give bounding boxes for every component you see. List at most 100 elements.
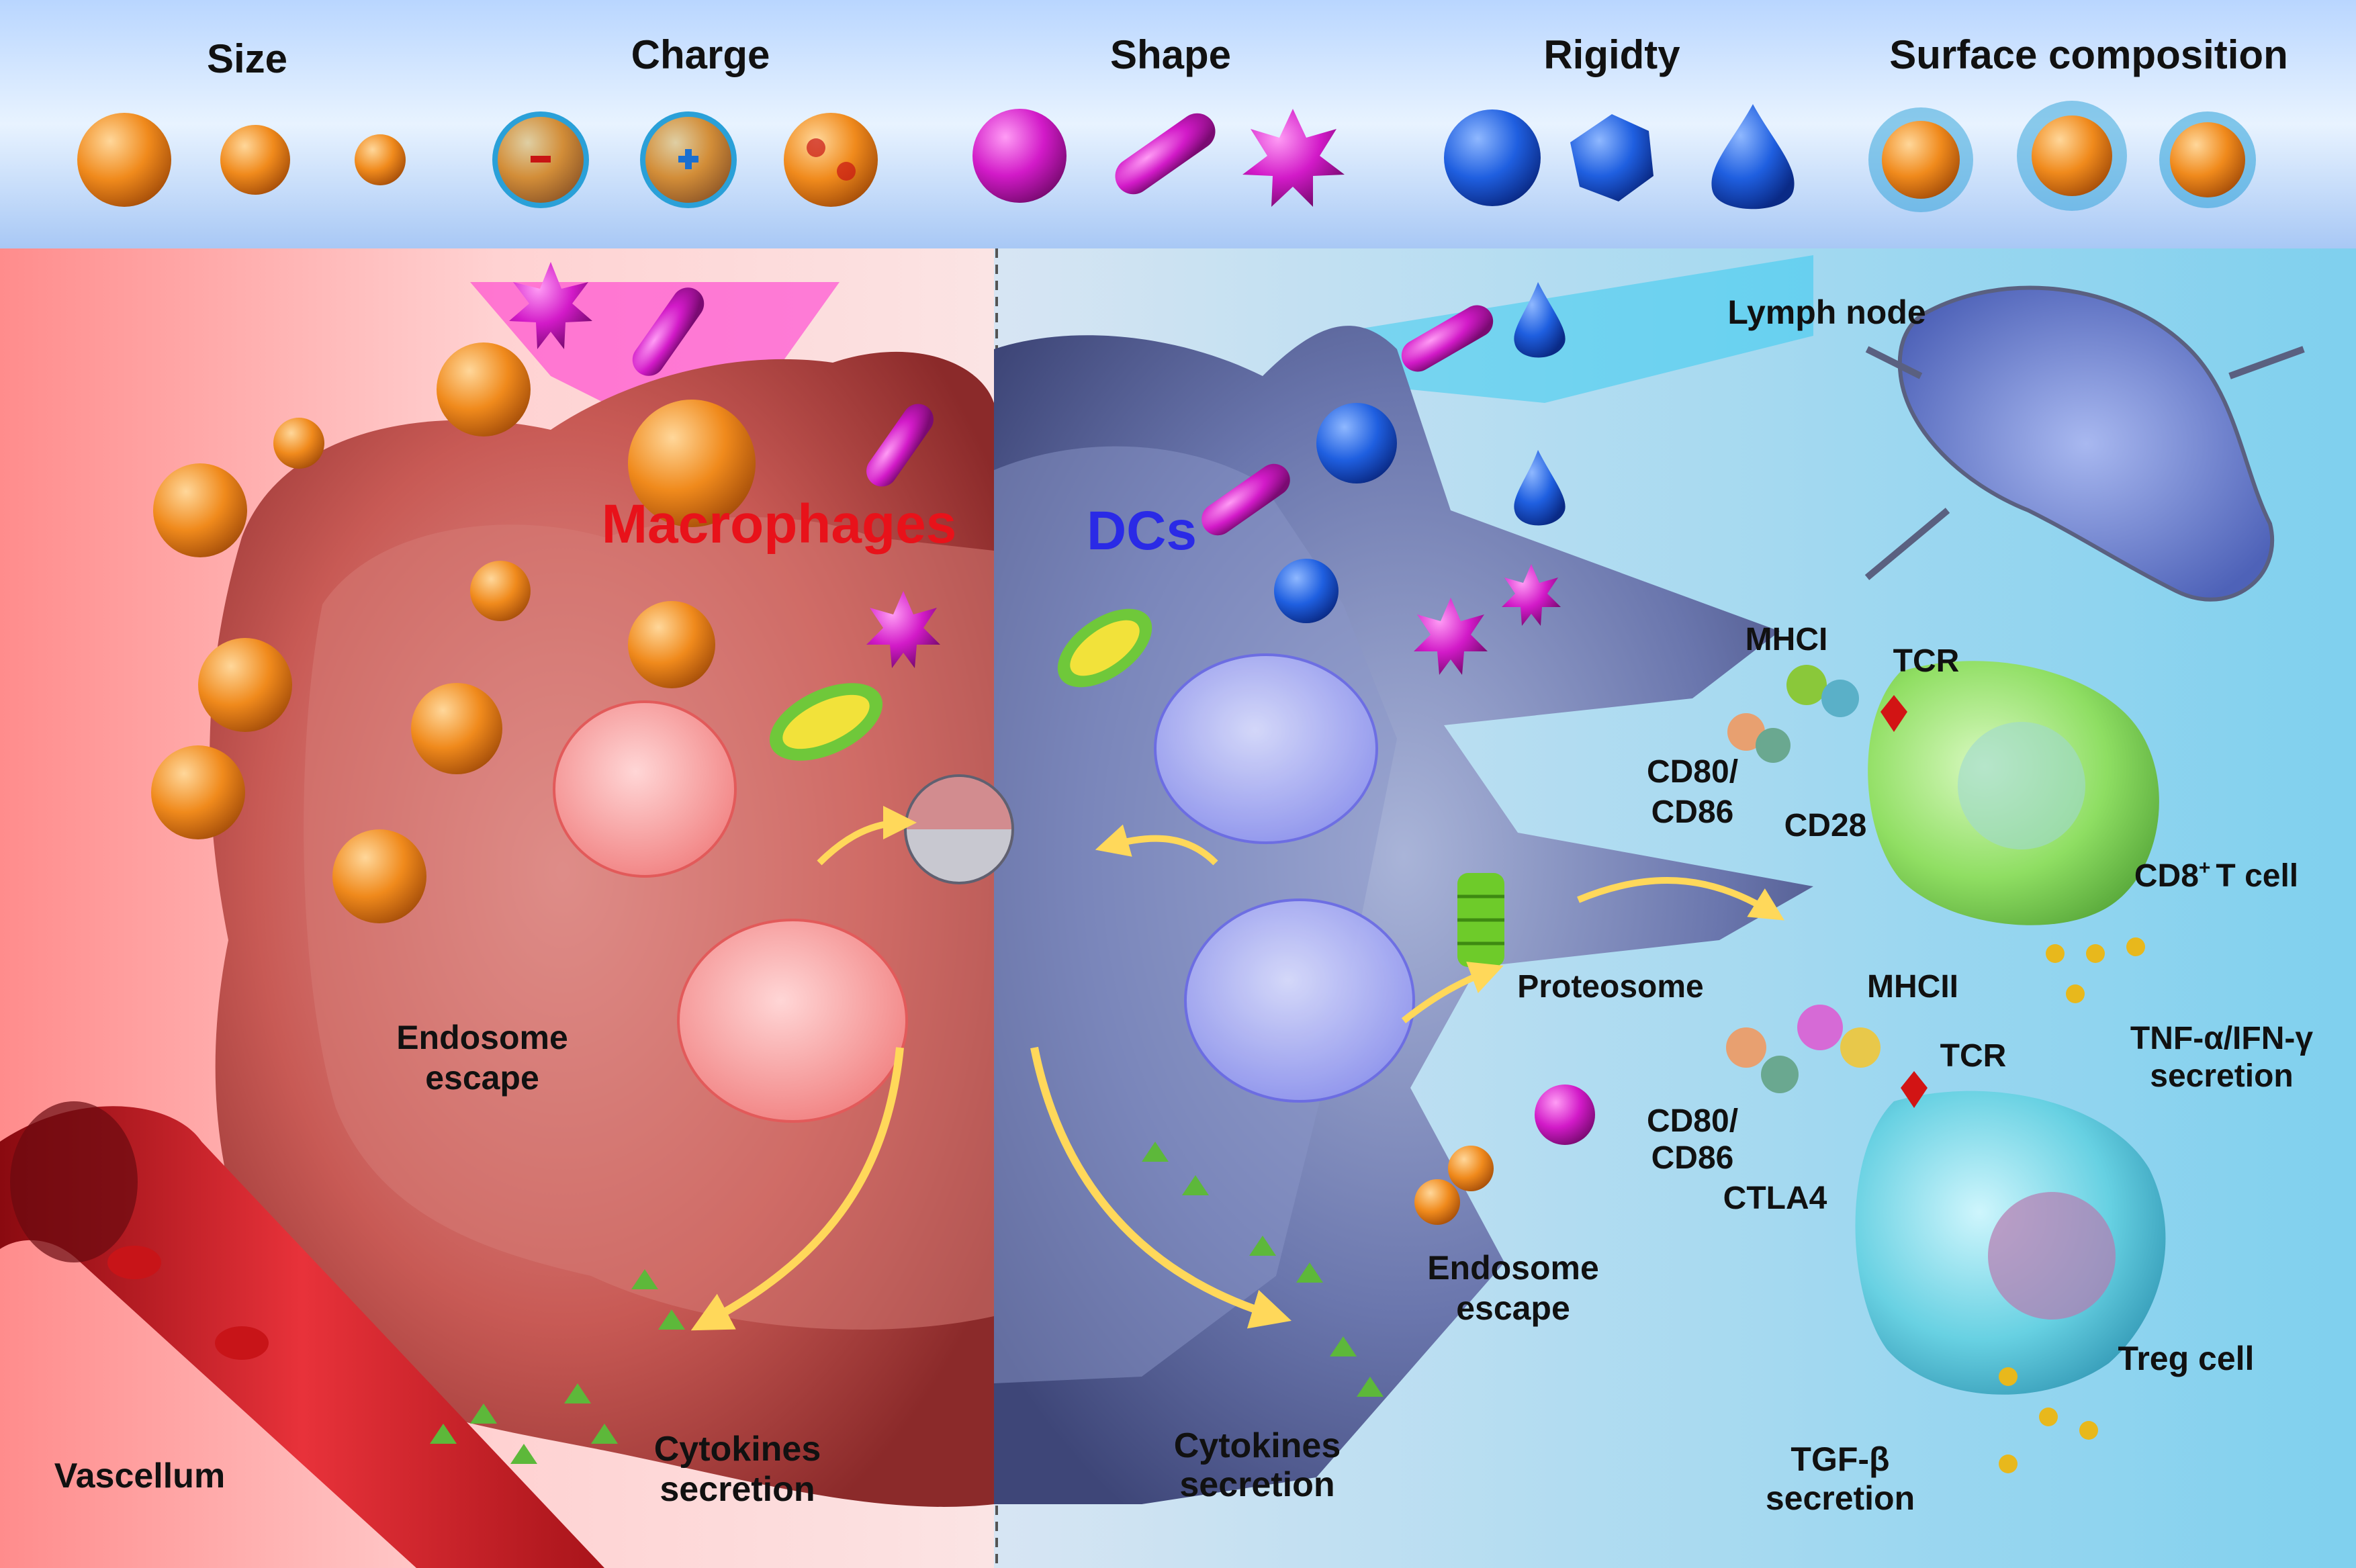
label-cytokines-left-2: secretion xyxy=(660,1470,815,1509)
label-proteosome: Proteosome xyxy=(1517,969,1703,1005)
dc-droplet-1 xyxy=(1514,282,1566,358)
macrophage-endosome-lower xyxy=(677,919,908,1123)
label-mhc2: MHCII xyxy=(1867,969,1958,1005)
dc-rod-2 xyxy=(1202,463,1290,536)
label-cd80-top-2: CD86 xyxy=(1651,794,1734,830)
cd80-receptor-top xyxy=(1727,713,1791,763)
label-tgf-1: TGF-β xyxy=(1791,1440,1889,1478)
size-particle-medium xyxy=(220,125,290,195)
label-tnf-2: secretion xyxy=(2150,1058,2293,1094)
dc-particle-2 xyxy=(1274,559,1339,623)
label-endosome-right-2: escape xyxy=(1456,1289,1570,1327)
label-tnf-1: TNF-α/IFN-γ xyxy=(2130,1021,2313,1056)
dc-particle-1 xyxy=(1316,403,1397,483)
size-particle-small xyxy=(355,134,406,185)
dc-sphere xyxy=(1535,1085,1595,1145)
lymph-node xyxy=(1864,285,2305,602)
category-label-shape: Shape xyxy=(1110,32,1231,77)
label-tcr-bottom: TCR xyxy=(1940,1038,2007,1074)
shape-particles xyxy=(972,109,1345,207)
dc-rod-1 xyxy=(1401,305,1494,372)
label-tcr-top: TCR xyxy=(1893,643,1960,679)
mhc1-receptor xyxy=(1786,665,1859,717)
charged-particle-5 xyxy=(332,829,426,923)
tgf-secretion-particles xyxy=(1999,1367,2098,1473)
rigidity-sphere xyxy=(1444,109,1541,206)
shape-star xyxy=(1242,109,1345,207)
mitochondrion-right xyxy=(1057,608,1152,688)
category-label-rigidity: Rigidty xyxy=(1543,32,1680,77)
charged-particle-2 xyxy=(198,638,292,732)
tcr-receptor-top xyxy=(1881,695,1907,732)
label-cd8-prefix: CD8 xyxy=(2134,858,2199,894)
label-ctla4: CTLA4 xyxy=(1723,1181,1827,1216)
shape-rod xyxy=(1115,113,1216,195)
dc-star-1 xyxy=(1414,598,1488,675)
label-cd80-bottom-1: CD80/ xyxy=(1647,1103,1738,1139)
macrophage-particle-xlarge xyxy=(628,400,756,527)
charged-particle-1 xyxy=(153,463,247,557)
macrophage-particle-tiny xyxy=(273,418,324,469)
tcr-receptor-bottom xyxy=(1901,1071,1928,1108)
surface-particle-3 xyxy=(2170,122,2245,197)
size-particle-large xyxy=(77,113,171,207)
macrophage-rod-1 xyxy=(632,287,705,376)
label-endosome-right-1: Endosome xyxy=(1427,1249,1599,1287)
label-mhc1: MHCI xyxy=(1746,622,1828,657)
surface-particle-1 xyxy=(1882,121,1960,199)
endosome-arrow-right xyxy=(1095,824,1218,866)
label-cd80-bottom-2: CD86 xyxy=(1651,1140,1734,1176)
charge-particle-positive xyxy=(640,111,737,208)
cytokines-right xyxy=(1142,1142,1384,1397)
label-treg: Treg cell xyxy=(2118,1340,2255,1377)
label-tgf-2: secretion xyxy=(1766,1479,1915,1517)
mhc2-receptor xyxy=(1797,1005,1881,1068)
label-vascellum: Vascellum xyxy=(54,1457,225,1495)
cytokine-arrow-right xyxy=(1030,1046,1292,1329)
blood-vessel xyxy=(0,1101,604,1568)
dc-endosome-upper xyxy=(1154,653,1378,844)
label-cytokines-right-1: Cytokines xyxy=(1174,1426,1341,1465)
macrophage-star-2 xyxy=(866,591,940,668)
cytokines-left xyxy=(430,1269,685,1464)
dc-star-2 xyxy=(1502,564,1561,626)
charge-particles xyxy=(492,111,878,208)
cd8-t-cell xyxy=(1868,661,2159,925)
label-cd8-suffix: T cell xyxy=(2216,858,2298,894)
macrophages-title: Macrophages xyxy=(602,494,957,555)
shape-sphere xyxy=(972,109,1067,203)
macrophage-star-1 xyxy=(509,262,592,349)
treg-cell xyxy=(1855,1091,2166,1395)
label-lymph-node: Lymph node xyxy=(1727,293,1925,331)
dc-orange-2 xyxy=(1414,1179,1460,1225)
charged-particle-4 xyxy=(411,683,502,774)
macrophage-rod-2 xyxy=(866,404,934,487)
size-particles xyxy=(77,113,406,207)
cytokine-arrow-left xyxy=(690,1047,904,1331)
dc-droplet-2 xyxy=(1514,450,1566,526)
dc-orange-1 xyxy=(1448,1146,1494,1191)
label-cd8-sup: + xyxy=(2199,857,2211,879)
proteosome-arrow xyxy=(1401,962,1504,1023)
category-label-surface: Surface composition xyxy=(1889,32,2287,77)
rigidity-polygon xyxy=(1570,114,1653,201)
category-label-size: Size xyxy=(207,36,287,81)
proteosome xyxy=(1457,873,1504,967)
tnf-secretion-particles xyxy=(2046,937,2145,1003)
charged-particle-3 xyxy=(151,745,245,839)
presentation-arrow xyxy=(1577,877,1784,921)
mitochondrion-left xyxy=(769,683,883,761)
label-endosome-left-1: Endosome xyxy=(396,1019,568,1056)
label-endosome-left-2: escape xyxy=(425,1059,539,1097)
label-cd8-t-cell: CD8+T cell xyxy=(2134,857,2298,894)
macrophage-particle-large xyxy=(437,342,531,436)
label-cytokines-left-1: Cytokines xyxy=(654,1430,821,1469)
label-cytokines-right-2: secretion xyxy=(1179,1465,1334,1504)
charge-particle-neutral xyxy=(784,113,878,207)
dcs-title: DCs xyxy=(1087,500,1197,561)
charge-particle-negative xyxy=(492,111,589,208)
macrophage-particle-small xyxy=(470,561,531,621)
macrophage-particle-medium xyxy=(628,601,715,688)
